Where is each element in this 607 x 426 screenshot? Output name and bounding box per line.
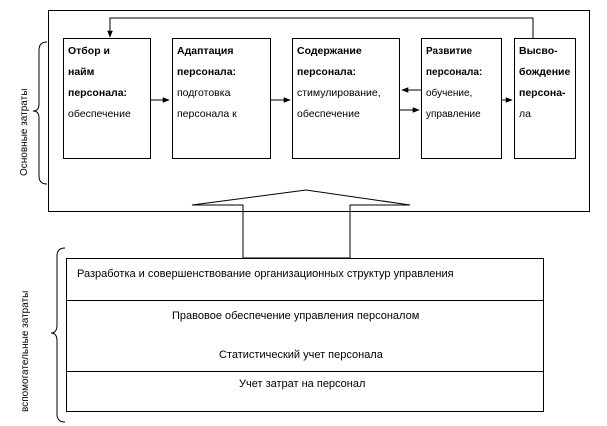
box-selection-text-1: обеспечение <box>68 108 131 120</box>
box-maintenance-text-2: обеспечение <box>297 108 360 120</box>
aux-row-4-text: Учет затрат на персонал <box>239 378 366 390</box>
box-development-heading-2: персонала: <box>426 67 483 78</box>
box-release-heading-2: бождение <box>519 66 571 78</box>
aux-costs-table: Разработка и совершенствование организац… <box>66 258 544 412</box>
aux-costs-brace <box>50 247 66 423</box>
arrow-release-to-selection <box>107 17 534 38</box>
box-adaptation-text-1: подготовка <box>177 87 231 99</box>
main-costs-label: Основные затраты <box>19 88 30 176</box>
box-selection-heading-2: найм <box>68 66 95 78</box>
box-development-text-1: обучение, <box>426 88 473 99</box>
box-development-heading-1: Развитие <box>426 46 473 57</box>
aux-row-1: Разработка и совершенствование организац… <box>67 259 543 301</box>
box-release: Высво- бождение персона- ла <box>514 38 576 159</box>
support-arrow <box>191 189 411 259</box>
box-adaptation: Адаптация персонала: подготовка персонал… <box>172 38 271 159</box>
aux-row-2-text: Правовое обеспечение управления персонал… <box>172 310 420 322</box>
box-development-text-2: управление <box>426 109 481 120</box>
box-release-heading-1: Высво- <box>519 45 558 57</box>
aux-costs-label: вспомогательные затраты <box>20 290 31 412</box>
aux-row-1-text: Разработка и совершенствование организац… <box>77 268 454 280</box>
box-selection-heading-3: персонала: <box>68 87 128 99</box>
main-costs-frame <box>48 10 590 212</box>
box-maintenance: Содержание персонала: стимулирование, об… <box>292 38 400 159</box>
box-maintenance-heading-2: персонала: <box>297 66 357 78</box>
box-maintenance-text-1: стимулирование, <box>297 87 381 99</box>
box-maintenance-heading-1: Содержание <box>297 45 362 57</box>
box-development: Развитие персонала: обучение, управление <box>421 38 502 159</box>
aux-row-4: Учет затрат на персонал <box>67 372 543 411</box>
aux-row-3-text: Статистический учет персонала <box>219 349 383 361</box>
box-adaptation-heading-1: Адаптация <box>177 45 234 57</box>
aux-row-2: Правовое обеспечение управления персонал… <box>67 301 543 372</box>
box-release-heading-3: персона- <box>519 87 566 99</box>
box-adaptation-heading-2: персонала: <box>177 66 237 78</box>
box-selection: Отбор и найм персонала: обеспечение <box>63 38 151 159</box>
main-costs-brace <box>32 41 48 185</box>
box-release-text-1: ла <box>519 108 531 120</box>
box-adaptation-text-2: персонала к <box>177 108 237 120</box>
box-selection-heading-1: Отбор и <box>68 45 110 57</box>
